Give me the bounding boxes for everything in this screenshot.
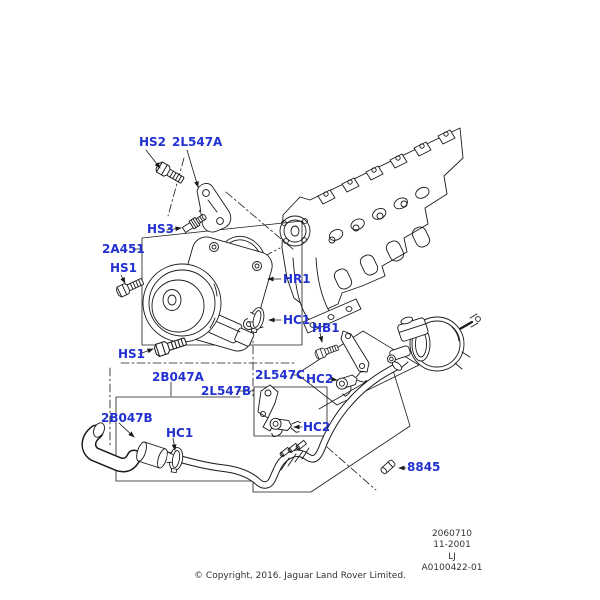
- callout-2l547b[interactable]: 2L547B: [201, 384, 252, 398]
- callout-2a451[interactable]: 2A451: [102, 242, 145, 256]
- callout-hs1-upper[interactable]: HS1: [110, 261, 138, 275]
- callout-hc1-upper[interactable]: HC1: [283, 313, 311, 327]
- callout-hc2-upper[interactable]: HC2: [306, 372, 334, 386]
- bolt-hb1-illustration: [313, 342, 340, 361]
- clamp-hc1-lower-illustration: [164, 445, 185, 474]
- plug-8845-illustration: [380, 459, 396, 475]
- callout-hs1-lower[interactable]: HS1: [118, 347, 146, 361]
- vacuum-hose-illustration: [81, 361, 403, 489]
- callout-hr1[interactable]: HR1: [283, 272, 311, 286]
- valve-hc2-lower-illustration: [267, 417, 302, 441]
- brake-booster-illustration: [386, 313, 481, 372]
- bolt-hs1-upper-illustration: [114, 275, 146, 299]
- figure-ref: A0100422-01: [421, 562, 483, 573]
- bracket-2l547b-illustration: [257, 384, 279, 432]
- model-code: LJ: [448, 551, 456, 562]
- callout-8845[interactable]: 8845: [407, 460, 441, 474]
- bolt-hs2-illustration: [154, 160, 186, 186]
- drawing-reference-block: 2060710 11-2001 LJ A0100422-01: [400, 529, 504, 574]
- callout-hs2[interactable]: HS2: [139, 135, 167, 149]
- callout-2l547a[interactable]: 2L547A: [172, 135, 223, 149]
- callout-hb1[interactable]: HB1: [312, 321, 340, 335]
- callout-2l547c[interactable]: 2L547C: [255, 368, 305, 382]
- callout-hc2-lower[interactable]: HC2: [303, 420, 331, 434]
- issue-date: 11-2001: [433, 540, 471, 551]
- hose-group-box: [115, 366, 411, 493]
- engine-cylinder-head-illustration: [279, 127, 464, 334]
- callout-hs3[interactable]: HS3: [147, 222, 175, 236]
- copyright-notice: © Copyright, 2016. Jaguar Land Rover Lim…: [194, 571, 406, 581]
- callout-2b047b[interactable]: 2B047B: [101, 411, 153, 425]
- drawing-number: 2060710: [431, 529, 473, 539]
- bracket-2l547a-illustration: [196, 183, 232, 233]
- leader-lines: [118, 149, 407, 471]
- callout-2b047a[interactable]: 2B047A: [152, 370, 204, 384]
- vacuum-pump-illustration: [142, 236, 273, 352]
- pump-group-box: [141, 220, 303, 346]
- callout-hc1-lower[interactable]: HC1: [166, 426, 194, 440]
- bracket-2l547c-illustration: [340, 330, 370, 373]
- stud-hs3-illustration: [181, 213, 207, 233]
